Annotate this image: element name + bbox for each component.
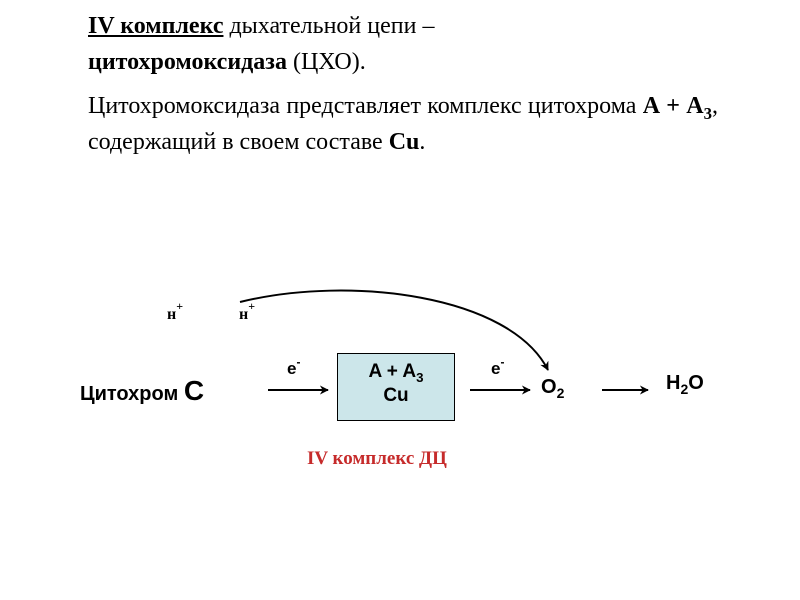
para-end: .	[419, 129, 426, 155]
para-start: Цитохромоксидаза представляет комплекс ц…	[88, 93, 643, 119]
complex-cytochrome-a: A + A3	[368, 361, 424, 385]
para-cu: Cu	[388, 129, 420, 155]
electron-label-2: е-	[491, 355, 505, 378]
para-mid: , содержащий в своем составе	[88, 93, 718, 155]
water-label: H2O	[666, 372, 704, 397]
enzyme-line: цитохромоксидаза (ЦХО).	[88, 44, 718, 80]
cytochrome-c-label: Цитохром С	[80, 375, 205, 406]
curved-arrow-icon	[239, 289, 549, 371]
description-paragraph: Цитохромоксидаза представляет комплекс ц…	[88, 88, 718, 160]
complex-copper: Cu	[383, 385, 409, 406]
complex-iv-box: A + A3 Cu	[337, 353, 455, 421]
slide-title: IV комплекс дыхательной цепи –	[88, 8, 718, 44]
title-rest: дыхательной цепи –	[223, 13, 435, 39]
electron-label-1: е-	[287, 355, 301, 378]
oxygen-label: O2	[541, 376, 565, 401]
complex-caption: IV комплекс ДЦ	[307, 448, 447, 469]
para-cytochrome-a: А + А3	[642, 93, 712, 123]
slide-text: IV комплекс дыхательной цепи – цитохромо…	[88, 8, 718, 160]
title-underlined: IV комплекс	[88, 13, 224, 39]
h-plus-label-1: н+	[167, 299, 184, 323]
enzyme-abbr: (ЦХО).	[286, 49, 366, 75]
h-plus-label-2: н+	[239, 299, 256, 323]
enzyme-name: цитохромоксидаза	[88, 49, 287, 75]
